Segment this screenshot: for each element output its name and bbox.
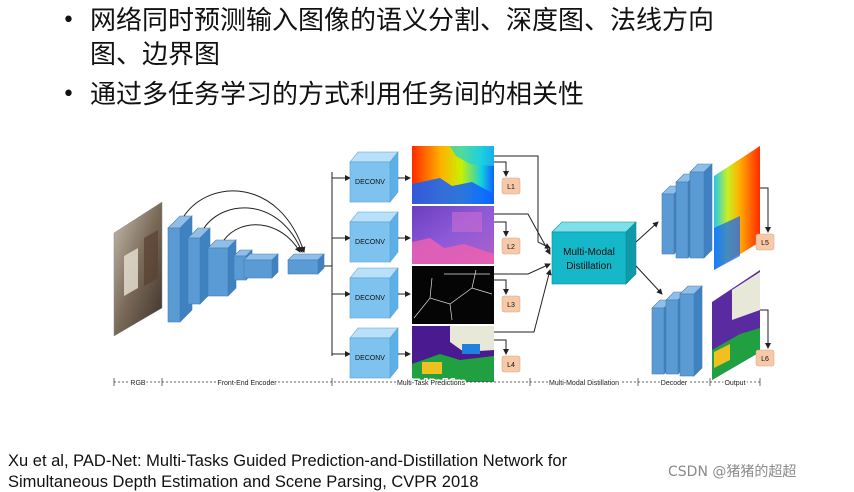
stage-label-decoder: Decoder [661,380,688,387]
loss-box-l3: L3 [501,295,521,313]
encoder-block-5 [243,253,279,279]
prediction-boundary-map [412,266,494,324]
loss-arrows-left [494,161,509,355]
bullet-dot: • [62,82,75,107]
citation-line-2: Simultaneous Depth Estimation and Scene … [8,473,479,491]
loss-label-l4: L4 [507,362,515,369]
front-end-encoder [167,215,325,323]
stage-label-encoder: Front-End Encoder [217,380,277,387]
stage-label-output: Output [724,380,745,387]
prediction-segmentation-map [412,326,494,382]
distillation-label-line-1: Multi-Modal [563,247,615,258]
distillation-to-decoder-arrows [635,221,663,295]
deconv-label: DECONV [355,179,385,186]
encoder-output-block [287,253,325,275]
loss-box-l1: L1 [501,177,521,195]
loss-box-l5: L5 [755,233,775,251]
predictions-to-distillation-arrows [494,155,552,333]
output-depth-map [714,146,760,270]
deconv-block-2: DECONV [349,211,399,263]
loss-box-l6: L6 [755,349,775,367]
deconv-block-1: DECONV [349,151,399,203]
stage-label-rgb: RGB [130,380,146,387]
skip-connection-arcs [183,190,306,253]
skip-arc-3 [223,224,301,253]
output-loss-arrows [760,187,771,349]
skip-arc-2 [203,207,303,253]
deconv-label: DECONV [355,355,385,362]
stage-ruler: RGB Front-End Encoder Multi-Task Predict… [113,378,761,389]
output-segmentation-map [712,270,760,380]
decoder-upper [661,163,713,259]
loss-box-l2: L2 [501,237,521,255]
pad-net-diagram: DECONV DECONV DECONV DECONV [113,146,775,389]
citation-line-1: Xu et al, PAD-Net: Multi-Tasks Guided Pr… [8,452,568,470]
deconv-label: DECONV [355,295,385,302]
bullet-2-line-1: 通过多任务学习的方式利用任务间的相关性 [90,80,585,110]
loss-label-l6: L6 [761,356,769,363]
distillation-label-line-2: Distillation [566,261,612,272]
multi-modal-distillation-block: Multi-Modal Distillation [551,221,637,285]
loss-label-l5: L5 [761,240,769,247]
deconv-block-3: DECONV [349,267,399,319]
branch-lines [324,172,351,357]
deconv-to-prediction-arrows [398,175,411,357]
bullet-1-line-2: 图、边界图 [90,40,221,70]
encoder-block-3 [207,239,237,297]
loss-box-l4: L4 [501,355,521,373]
watermark: CSDN @猪猪的超超 [668,464,797,480]
bullet-dot: • [62,8,75,33]
stage-label-predictions: Multi-Task Predictions [397,380,466,387]
prediction-depth-map [412,146,494,204]
prediction-normal-map [412,206,494,264]
stage-label-distillation: Multi-Modal Distillation [549,380,619,387]
encoder-block-2 [187,227,211,305]
loss-label-l1: L1 [507,184,515,191]
rgb-input-image [113,201,163,337]
loss-label-l2: L2 [507,244,515,251]
loss-label-l3: L3 [507,302,515,309]
skip-arc-1 [183,190,306,253]
decoder-lower [651,285,703,377]
deconv-block-4: DECONV [349,327,399,379]
bullet-1-line-1: 网络同时预测输入图像的语义分割、深度图、法线方向 [90,6,715,36]
deconv-label: DECONV [355,239,385,246]
